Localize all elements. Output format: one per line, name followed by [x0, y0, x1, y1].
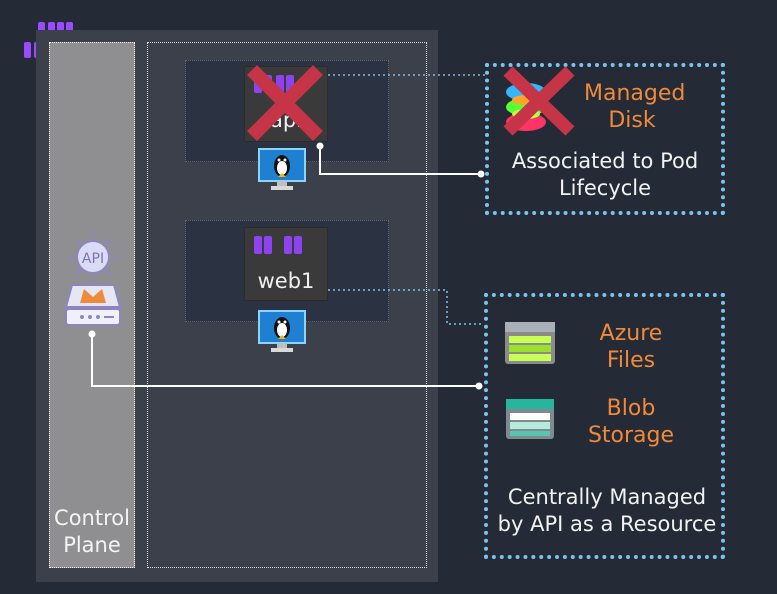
linux-vm-icon [258, 148, 306, 190]
api-server-icon: API [64, 233, 122, 326]
control-plane-label: Control Plane [54, 506, 130, 557]
red-x-icon [247, 65, 323, 141]
azure-files-title: Azure Files [599, 321, 663, 373]
blob-storage-title: Blob Storage [587, 396, 675, 448]
pod-web1-cubes-icon [254, 236, 302, 254]
worker-cluster-region [147, 42, 427, 568]
linux-vm-icon [258, 310, 306, 352]
blob-storage-icon [506, 399, 554, 439]
api-vm-to-disk-connector [319, 146, 481, 175]
shared-storage-caption: Centrally Managed by API as a Resource [497, 485, 717, 536]
azure-files-icon [505, 322, 555, 364]
controlplane-to-storage-connector [91, 334, 479, 387]
pod-label-web1: web1 [257, 269, 315, 293]
managed-disk-caption: Associated to Pod Lifecycle [511, 149, 699, 200]
web1-to-files-dotted-connector [328, 289, 486, 325]
control-plane-region [49, 42, 135, 568]
svg-text:API: API [82, 251, 104, 267]
red-x-icon [503, 66, 575, 136]
managed-disk-title: Managed Disk [584, 81, 686, 133]
